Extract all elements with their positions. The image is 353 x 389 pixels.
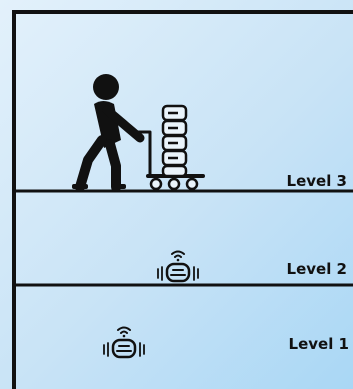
level-2-label: Level 2 xyxy=(287,260,347,278)
wifi-arc-outer xyxy=(172,252,184,255)
level-3-label: Level 3 xyxy=(287,172,347,190)
wifi-dot xyxy=(177,259,180,262)
wifi-arc-inner xyxy=(121,332,127,334)
wifi-arc-inner xyxy=(175,256,181,258)
robot-body xyxy=(113,340,135,357)
worker-leg-back xyxy=(80,140,102,187)
wireless-robot-icon xyxy=(104,328,144,358)
worker-leg-front xyxy=(110,144,116,187)
stacked-boxes-icon xyxy=(163,106,186,176)
worker-foot-front xyxy=(112,184,126,189)
worker-head xyxy=(93,74,119,100)
person-pushing-cart-icon xyxy=(72,74,140,189)
wireless-robot-icon xyxy=(158,252,198,282)
wifi-arc-outer xyxy=(118,328,130,331)
building-frame xyxy=(12,10,353,389)
cart-wheel-mid xyxy=(169,179,179,189)
level-1-label: Level 1 xyxy=(289,335,349,353)
cart-wheel-right xyxy=(187,179,197,189)
box-5 xyxy=(163,166,186,176)
worker-foot-back xyxy=(72,184,88,189)
wifi-dot xyxy=(123,335,126,338)
cart-wheel-left xyxy=(151,179,161,189)
robot-body xyxy=(167,264,189,281)
